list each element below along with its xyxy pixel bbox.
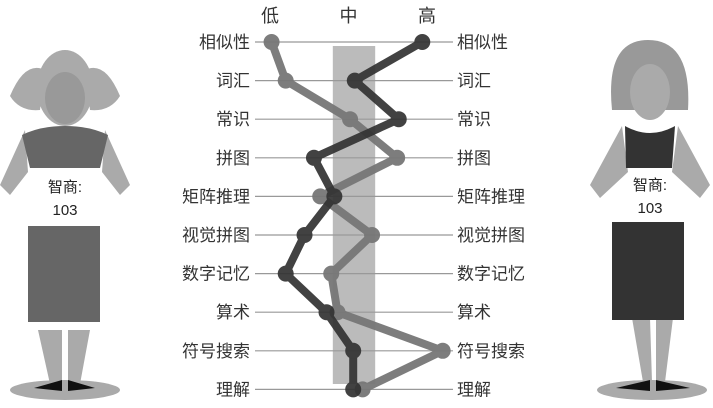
right-iq-value: 103 [637,200,662,217]
series-left-girl [263,34,451,398]
data-point [312,188,329,205]
shadow [10,380,120,400]
row-label-left: 矩阵推理 [182,187,250,207]
face [630,64,670,120]
face [45,72,85,124]
shoes [616,380,690,391]
row-label-right: 算术 [457,303,491,323]
row-label-right: 常识 [457,110,491,130]
scale-label: 中 [340,6,358,27]
data-point [326,188,343,205]
left-girl-figure: 智商: 103 [0,50,130,400]
pigtails [10,67,120,111]
series-line [267,40,447,394]
row-label-left: 符号搜索 [182,342,250,362]
arms [590,126,710,198]
right-iq-label: 智商: [633,176,667,194]
row-label-left: 拼图 [216,149,250,169]
row-label-left: 理解 [216,380,250,400]
scale-label: 高 [418,6,436,27]
series-line [281,38,425,390]
data-point [345,381,362,398]
series-right-girl [277,34,431,398]
data-point [364,227,381,243]
row-label-left: 视觉拼图 [182,226,250,246]
data-point [342,111,359,128]
data-point [414,34,431,50]
data-point [318,304,335,321]
left-iq-value: 103 [52,202,77,219]
data-point [277,265,294,282]
skirt [612,222,684,320]
row-label-right: 符号搜索 [457,342,525,362]
data-point [296,227,313,243]
row-label-right: 理解 [457,380,491,400]
row-label-right: 数字记忆 [457,265,525,285]
row-label-left: 常识 [216,110,250,130]
data-point [305,149,322,166]
data-point [346,72,363,89]
arms [0,130,130,195]
data-point [434,342,451,359]
row-label-right: 矩阵推理 [457,187,525,207]
row-label-right: 视觉拼图 [457,226,525,246]
row-label-left: 算术 [216,303,250,323]
row-label-left: 数字记忆 [182,265,250,285]
row-label-left: 词汇 [216,72,250,92]
row-label-right: 词汇 [457,72,491,92]
shadow [597,380,707,400]
right-girl-figure: 智商: 103 [590,40,710,400]
data-point [263,34,280,50]
shirt [22,126,108,168]
left-iq-label: 智商: [48,178,82,196]
skirt [28,226,100,322]
data-point [389,149,406,166]
row-label-right: 拼图 [457,149,491,169]
row-label-left: 相似性 [199,33,250,53]
shoes [34,380,95,391]
legs [38,330,90,384]
data-point [390,111,407,128]
data-point [345,342,362,359]
top [625,126,675,168]
data-point [323,265,340,282]
data-point [277,72,294,89]
scale-label: 低 [261,6,279,27]
legs [632,318,673,382]
row-label-right: 相似性 [457,33,508,53]
